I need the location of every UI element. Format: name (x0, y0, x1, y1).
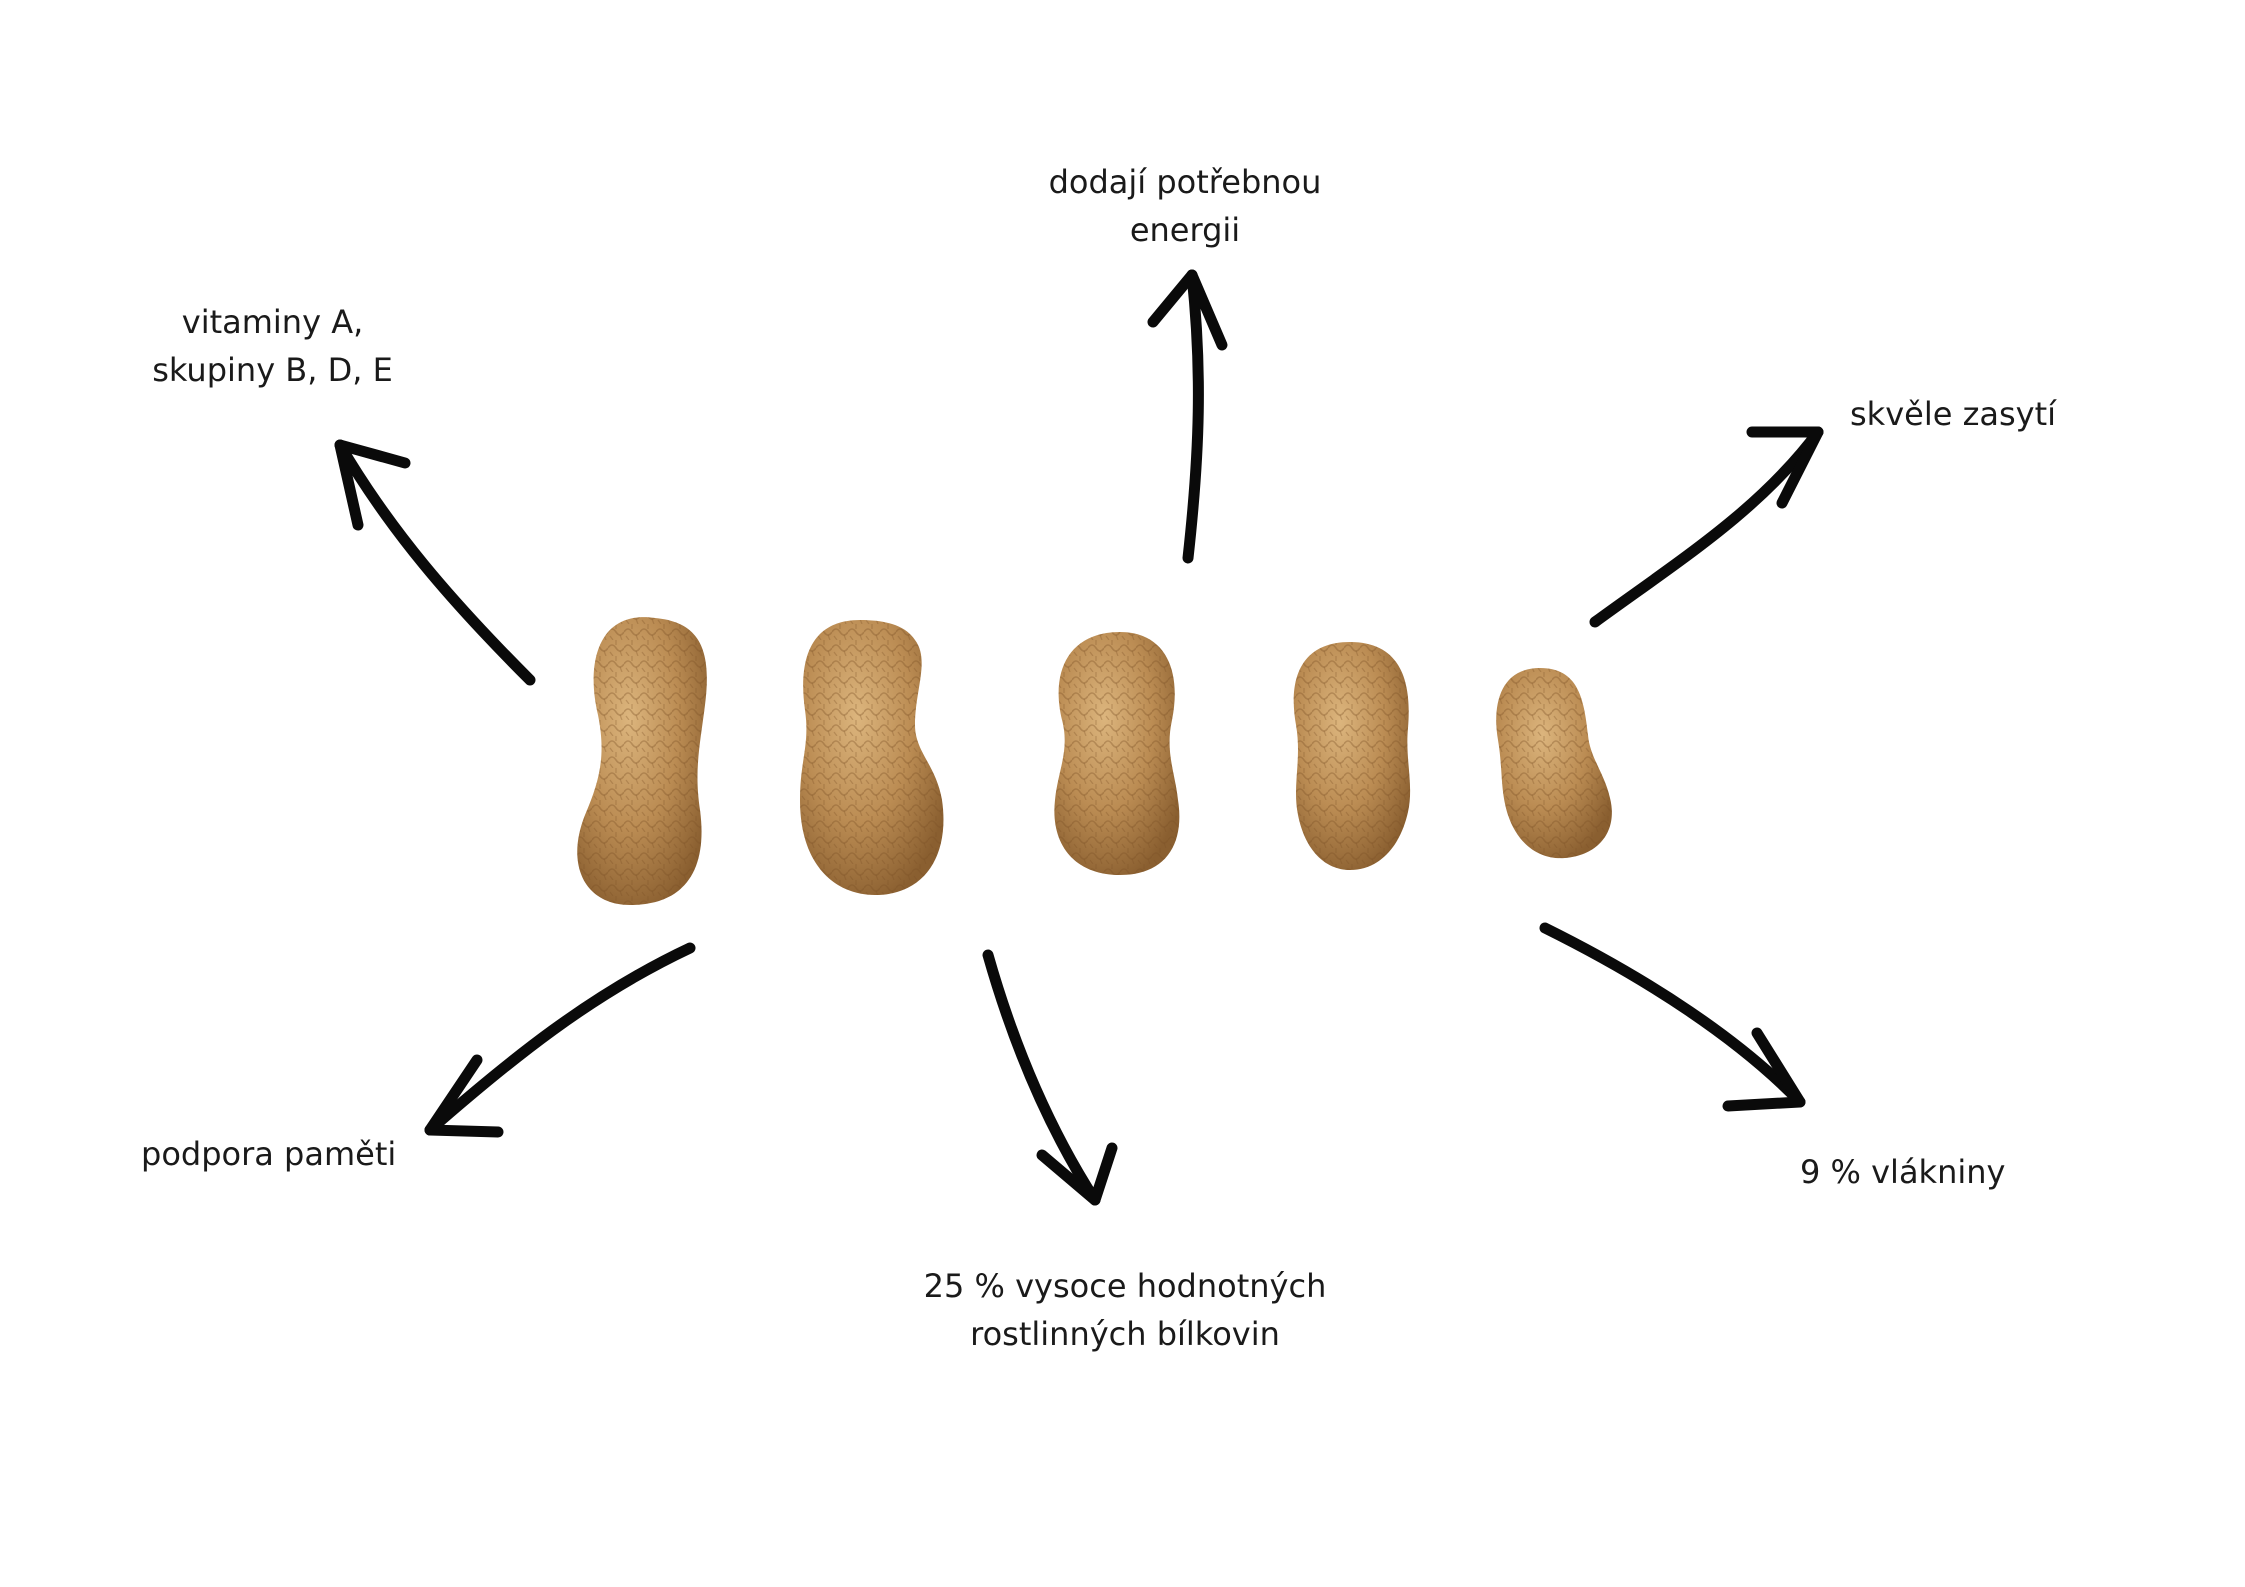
label-memory: podpora paměti (141, 1135, 397, 1173)
arrow-to-memory (424, 942, 696, 1138)
peanuts-row (577, 617, 1612, 905)
arrow-to-satiety (1589, 426, 1824, 628)
peanut-3 (1054, 632, 1180, 875)
label-vitamins: vitaminy A, skupiny B, D, E (100, 298, 445, 394)
arrow-to-vitamins (334, 439, 536, 686)
label-protein: 25 % vysoce hodnotných rostlinných bílko… (880, 1262, 1370, 1358)
label-satiety: skvěle zasytí (1850, 395, 2057, 433)
peanut-4 (1293, 642, 1411, 870)
peanut-5 (1496, 668, 1612, 859)
label-vitamins-line-1: vitaminy A, (181, 303, 364, 341)
arrow-to-energy (1147, 269, 1228, 564)
label-protein-line-1: 25 % vysoce hodnotných (923, 1267, 1327, 1305)
label-energy-line-2: energii (1129, 211, 1241, 249)
label-vitamins-line-2: skupiny B, D, E (152, 351, 393, 389)
label-energy: dodají potřebnou energii (1000, 158, 1370, 254)
peanut-1 (577, 617, 707, 905)
label-fiber: 9 % vlákniny (1800, 1153, 2006, 1191)
label-energy-line-1: dodají potřebnou (1048, 163, 1322, 201)
peanut-2 (800, 620, 944, 895)
label-protein-line-2: rostlinných bílkovin (970, 1315, 1280, 1353)
arrow-to-fiber (1539, 922, 1806, 1112)
arrow-to-protein (982, 949, 1118, 1206)
